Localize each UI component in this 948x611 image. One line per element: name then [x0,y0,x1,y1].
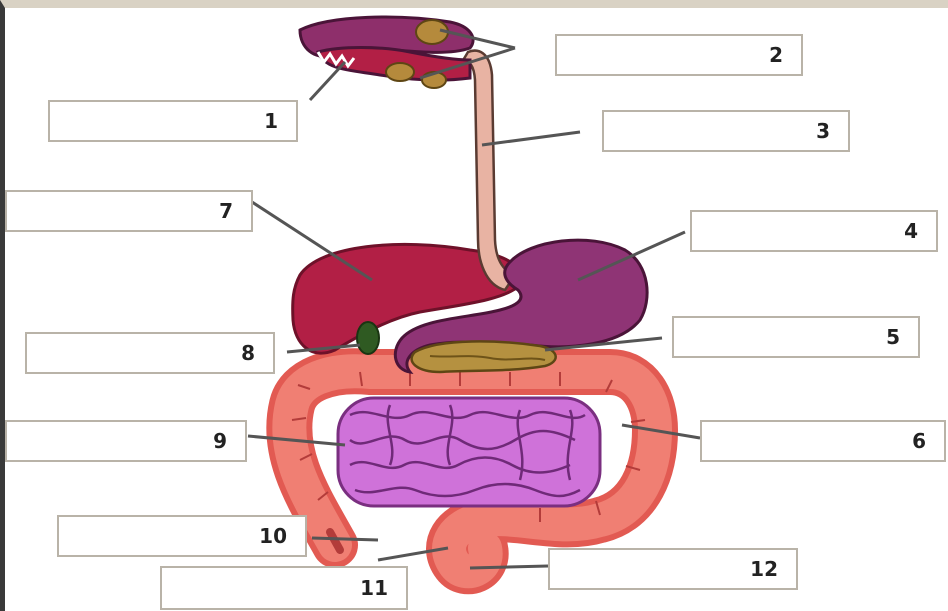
gall-bladder [357,322,379,354]
label-box-9[interactable]: 9 [5,420,247,462]
label-box-4[interactable]: 4 [690,210,938,252]
leader-line-1 [310,62,345,100]
label-box-11[interactable]: 11 [160,566,408,610]
label-number: 7 [219,199,233,223]
label-number: 8 [241,341,255,365]
label-box-5[interactable]: 5 [672,316,920,358]
label-number: 1 [264,109,278,133]
label-number: 4 [904,219,918,243]
label-box-7[interactable]: 7 [5,190,253,232]
label-number: 2 [769,43,783,67]
label-number: 9 [213,429,227,453]
label-box-12[interactable]: 12 [548,548,798,590]
label-box-8[interactable]: 8 [25,332,275,374]
label-number: 10 [259,524,287,548]
label-number: 12 [750,557,778,581]
label-number: 3 [816,119,830,143]
leader-line-3 [482,132,580,145]
label-number: 6 [912,429,926,453]
label-box-2[interactable]: 2 [555,34,803,76]
label-box-6[interactable]: 6 [700,420,946,462]
leader-line-12 [470,566,548,568]
label-box-10[interactable]: 10 [57,515,307,557]
label-number: 11 [360,576,388,600]
label-box-1[interactable]: 1 [48,100,298,142]
label-number: 5 [886,325,900,349]
salivary-gland [386,63,414,81]
leader-line-10 [312,538,378,540]
label-box-3[interactable]: 3 [602,110,850,152]
